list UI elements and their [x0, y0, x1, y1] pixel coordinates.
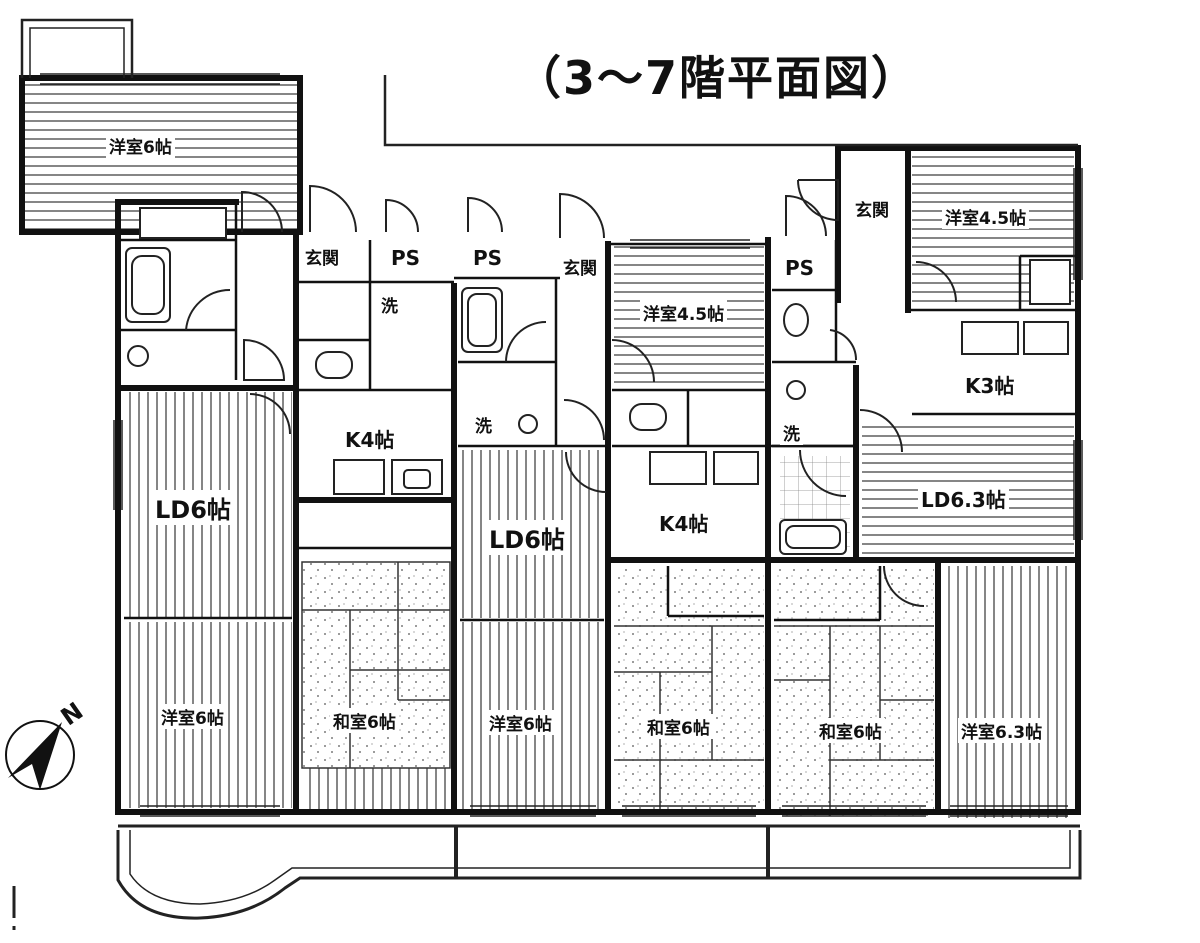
label-kitchen-4-b: K4帖 [656, 508, 712, 537]
label-kitchen-4-a: K4帖 [342, 424, 398, 453]
label-japanese-6-a: 和室6帖 [330, 708, 399, 733]
label-living-dining-63: LD6.3帖 [918, 484, 1009, 513]
label-western-6-b: 洋室6帖 [486, 710, 555, 735]
fill-japanese-6-a [302, 562, 450, 768]
label-entrance-c: 玄関 [852, 196, 892, 221]
north-compass-icon [5, 720, 75, 790]
label-living-dining-6-a: LD6帖 [152, 490, 234, 525]
label-washroom-c: 洗 [780, 420, 803, 445]
label-japanese-6-b: 和室6帖 [644, 714, 713, 739]
label-washroom-b: 洗 [472, 412, 495, 437]
label-western-6-top: 洋室6帖 [106, 133, 175, 158]
label-entrance-a: 玄関 [302, 244, 342, 269]
label-western-45-a: 洋室4.5帖 [640, 300, 728, 325]
fill-japanese-6-b [614, 566, 764, 812]
fill-japanese-6-c [774, 566, 934, 816]
label-entrance-b: 玄関 [560, 254, 600, 279]
top-balcony [20, 18, 134, 78]
fill-western-63 [942, 566, 1074, 818]
top-balcony-inner [29, 27, 125, 78]
label-washroom-a: 洗 [378, 292, 401, 317]
fill-tokonoma [306, 768, 448, 812]
fixtures [125, 207, 1071, 555]
label-kitchen-3: K3帖 [962, 370, 1018, 399]
label-western-45-b: 洋室4.5帖 [942, 204, 1030, 229]
front-balcony [116, 824, 1082, 920]
label-ps-c: PS [782, 256, 818, 280]
label-western-63: 洋室6.3帖 [958, 718, 1046, 743]
tatami-lines [301, 561, 934, 816]
plan-title: （3～7階平面図） [515, 51, 920, 105]
windows [40, 73, 1083, 817]
label-living-dining-6-b: LD6帖 [486, 520, 568, 555]
door-swings [185, 179, 957, 607]
label-western-6-a: 洋室6帖 [158, 704, 227, 729]
label-japanese-6-c: 和室6帖 [816, 718, 885, 743]
corridor-outline [383, 75, 1078, 147]
label-ps-b: PS [470, 246, 506, 270]
label-ps-a: PS [388, 246, 424, 270]
